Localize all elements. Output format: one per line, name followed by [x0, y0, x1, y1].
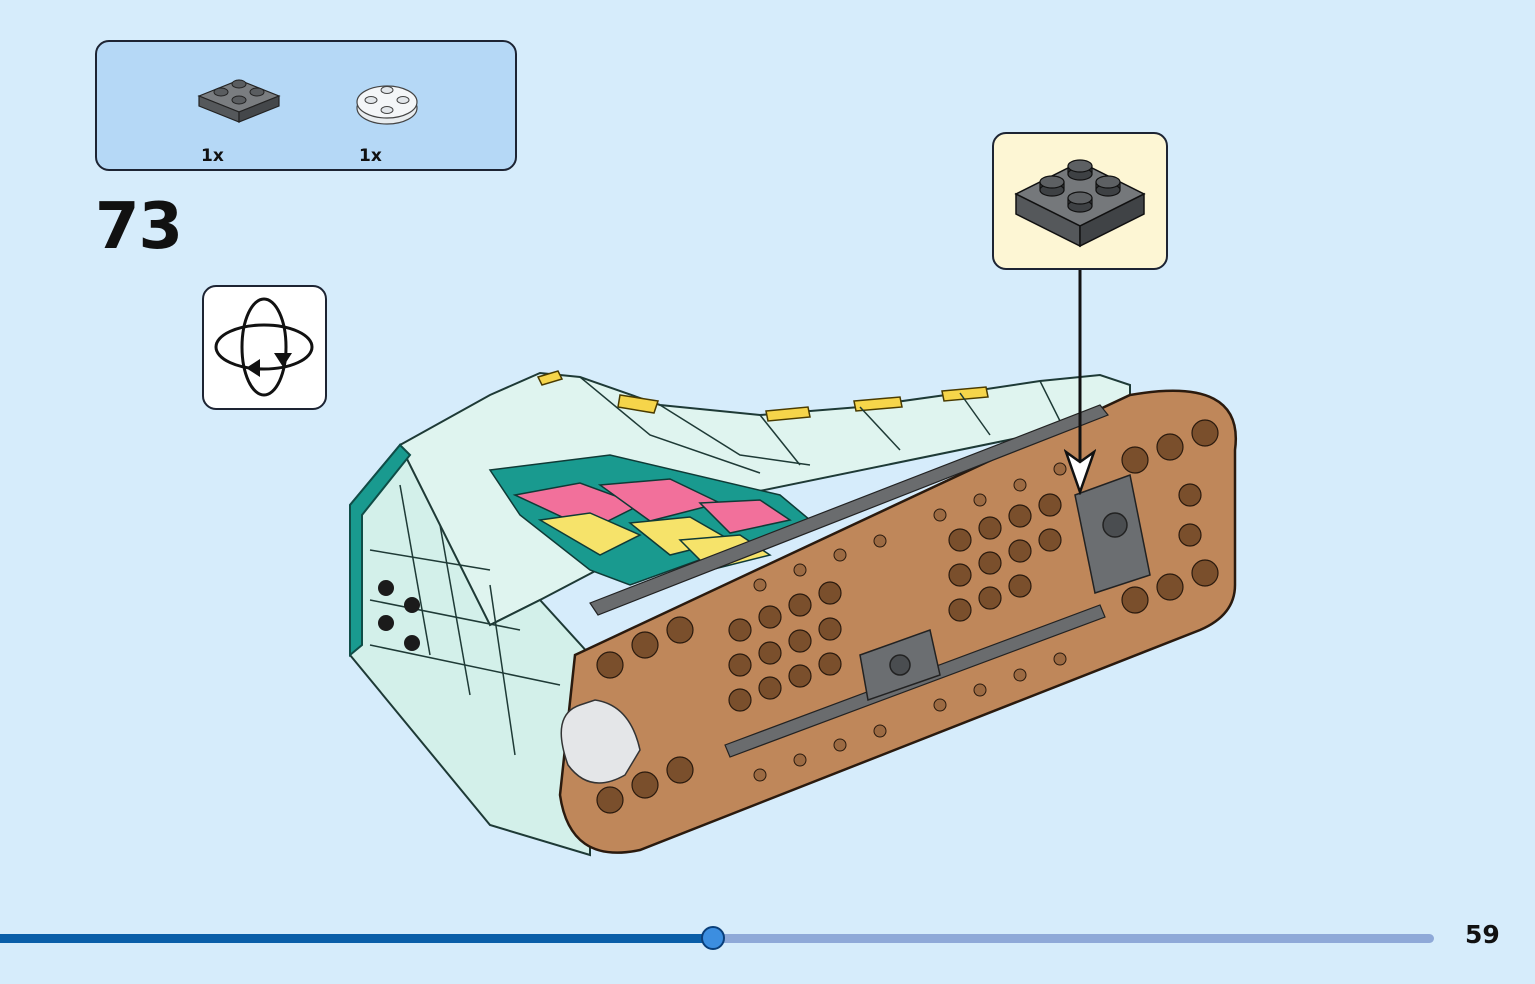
white-end-piece [560, 699, 641, 784]
placement-arrow-icon [1064, 270, 1096, 495]
part-quantity: 1x [201, 146, 224, 166]
plate-2x2-dark-gray-icon [197, 79, 281, 123]
teal-edge [349, 443, 412, 658]
progress-knob [700, 926, 725, 950]
part-callout [992, 132, 1168, 270]
placed-dark-gray-plate [859, 473, 1151, 701]
plate-2x2-dark-gray-icon [1014, 159, 1146, 248]
part-quantity: 1x [359, 146, 382, 166]
model-illustration [349, 370, 1238, 857]
parts-list: 1x 1x [95, 40, 517, 171]
base-holes [596, 419, 1219, 814]
brown-base [558, 389, 1238, 854]
rotate-indicator [202, 285, 327, 410]
side-studs [378, 580, 420, 651]
progress-bar [0, 926, 1434, 950]
step-number: 73 [95, 190, 183, 264]
part-item: 1x [195, 62, 315, 166]
yellow-tiles [536, 370, 989, 422]
scale-tiles [488, 454, 812, 586]
page-number: 59 [1465, 920, 1500, 949]
round-plate-2x2-transparent-icon [356, 85, 418, 125]
part-item: 1x [355, 62, 475, 166]
base-studs [753, 462, 1067, 782]
progress-fill [0, 934, 713, 943]
rotate-model-icon [214, 297, 314, 397]
